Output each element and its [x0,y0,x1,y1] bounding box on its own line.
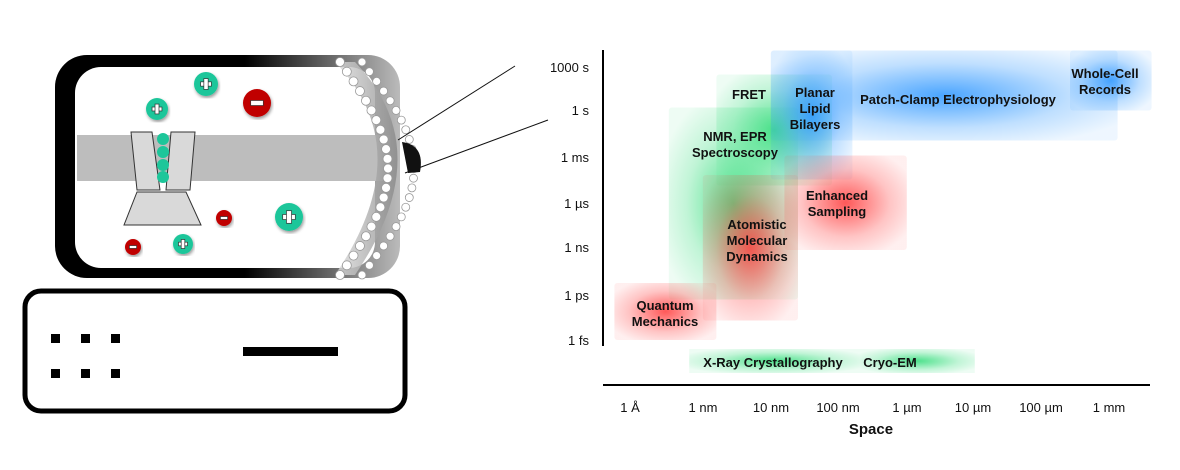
amplifier-display-bar [243,347,338,356]
cation [194,72,218,96]
label-whole: Whole-Cell [1071,66,1138,81]
y-tick: 1 ps [564,288,589,303]
label-md: Dynamics [726,249,787,264]
scale-chart: 1000 s 1 s 1 ms 1 µs 1 ns 1 ps 1 fs 1 Å … [550,50,1152,438]
region-electrophysiology [1070,50,1152,111]
x-tick-labels: 1 Å 1 nm 10 nm 100 nm 1 µm 10 µm 100 µm … [620,400,1125,415]
region-simulation [702,175,798,321]
y-tick: 1 fs [568,333,589,348]
plus-icon [286,210,292,224]
label-nmr: Spectroscopy [692,145,779,160]
minus-icon [220,216,228,220]
label-es: Enhanced [806,188,868,203]
label-whole: Records [1079,82,1131,97]
region-electrophysiology [770,50,1118,141]
region-labels: FRET NMR, EPR Spectroscopy Planar Lipid … [632,66,1139,370]
cell-membrane-band [77,135,390,181]
y-tick: 1 µs [564,196,589,211]
anion [125,239,141,255]
label-plb: Lipid [799,101,830,116]
y-tick: 1000 s [550,60,590,75]
label-md: Molecular [727,233,788,248]
region-simulation [784,155,907,250]
anion [243,89,271,117]
patch-clamp-illustration [22,55,549,414]
minus-icon [250,100,264,106]
label-plb: Planar [795,85,835,100]
amplifier-buttons [51,334,120,378]
x-tick: 1 µm [892,400,921,415]
label-nmr: NMR, EPR [703,129,767,144]
plus-icon [154,103,160,115]
cation [173,234,193,254]
y-tick-labels: 1000 s 1 s 1 ms 1 µs 1 ns 1 ps 1 fs [550,60,590,348]
region-space-only [859,349,975,373]
amplifier-box [22,288,408,414]
label-qm: Quantum [636,298,693,313]
y-tick: 1 ns [564,240,589,255]
label-md: Atomistic [727,217,786,232]
label-es: Sampling [808,204,867,219]
label-cryo: Cryo-EM [863,355,916,370]
plus-icon [203,78,209,90]
y-tick: 1 s [572,103,590,118]
x-tick: 100 nm [816,400,859,415]
label-qm: Mechanics [632,314,698,329]
label-xray: X-Ray Crystallography [703,355,843,370]
ions [125,72,303,255]
region-space-only [689,349,860,373]
x-tick: 100 µm [1019,400,1063,415]
pipette [397,65,549,174]
x-tick: 1 Å [620,400,640,415]
ion-channel [123,131,202,226]
region-electrophysiology [770,50,853,180]
label-patch: Patch-Clamp Electrophysiology [860,92,1057,107]
x-tick: 10 nm [753,400,789,415]
x-tick: 1 nm [689,400,718,415]
label-fret: FRET [732,87,766,102]
x-axis-title: Space [849,421,893,438]
y-tick: 1 ms [561,150,590,165]
plus-icon [180,239,186,249]
x-tick: 10 µm [955,400,991,415]
label-plb: Bilayers [790,117,841,132]
cation [146,98,168,120]
minus-icon [129,245,137,249]
x-tick: 1 mm [1093,400,1126,415]
cation [275,203,303,231]
region-simulation [614,283,717,340]
pipette-tip [402,142,421,173]
anion [216,210,232,226]
